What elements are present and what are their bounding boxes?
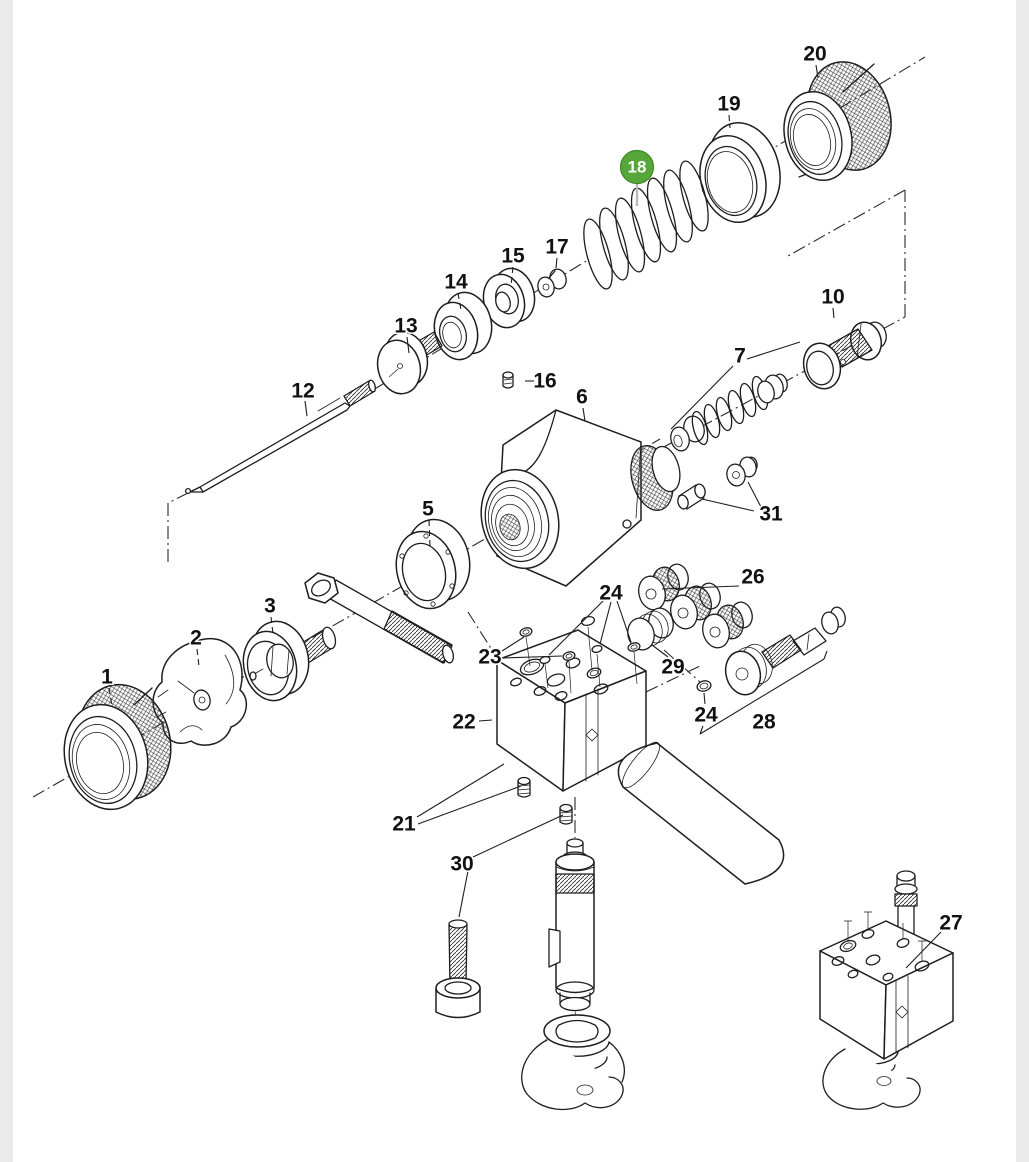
- part-17-packing-nut: [537, 268, 567, 298]
- callout-number: 23: [478, 646, 501, 669]
- callout-21[interactable]: 21: [391, 811, 418, 837]
- callout-number: 22: [452, 711, 475, 734]
- callout-27[interactable]: 27: [938, 910, 964, 936]
- part-13-adjusting-disc: [376, 331, 443, 395]
- highlight-badge[interactable]: [619, 149, 655, 185]
- part-20-knurled-retaining-nut: [783, 61, 892, 182]
- part-3-fluid-nozzle: [242, 620, 337, 702]
- callout-29[interactable]: 29: [660, 654, 686, 680]
- part-15-packing-washer: [482, 267, 536, 329]
- callout-number: 29: [661, 656, 684, 679]
- callout-24b[interactable]: 24: [693, 702, 720, 728]
- leader-lines: [108, 64, 942, 969]
- callout-1[interactable]: 1: [100, 664, 115, 690]
- callout-15[interactable]: 15: [500, 243, 527, 269]
- callout-10[interactable]: 10: [820, 284, 846, 310]
- part-5-retainer-ring: [395, 518, 471, 610]
- callout-layer: 1235671012131415161718192021222324242627…: [100, 41, 965, 936]
- callout-number: 12: [291, 380, 314, 403]
- callout-30[interactable]: 30: [449, 851, 475, 877]
- callout-number: 15: [501, 245, 525, 268]
- callout-number: 20: [803, 43, 826, 66]
- upper-hex-bolt: [304, 572, 455, 664]
- elbow-fitting: [521, 1014, 625, 1111]
- callout-17[interactable]: 17: [544, 234, 570, 260]
- callout-number: 5: [422, 498, 434, 521]
- callout-number: 26: [741, 566, 764, 589]
- callout-number: 7: [734, 345, 746, 368]
- callout-number: 10: [821, 286, 844, 309]
- part-30-set-screws: [517, 776, 573, 825]
- callout-24a[interactable]: 24: [598, 580, 625, 606]
- callout-20[interactable]: 20: [802, 41, 828, 67]
- callout-5[interactable]: 5: [421, 496, 436, 522]
- callout-23[interactable]: 23: [477, 644, 503, 670]
- callout-28[interactable]: 28: [751, 709, 778, 735]
- page-left-margin: [0, 0, 13, 1162]
- callout-number: 24: [694, 704, 718, 727]
- callout-6[interactable]: 6: [575, 384, 590, 410]
- part-22-manifold-block: [496, 629, 647, 792]
- callout-number: 2: [190, 627, 202, 650]
- part-10-valve-housing: [802, 321, 887, 390]
- callout-number: 13: [394, 315, 417, 338]
- callout-number: 6: [576, 386, 588, 409]
- callout-number: 30: [450, 853, 473, 876]
- page-right-margin: [1016, 0, 1029, 1162]
- callout-number: 17: [545, 236, 568, 259]
- part-24-o-ring-small: [696, 680, 712, 705]
- callout-number: 24: [599, 582, 623, 605]
- part-23-24-seals: [519, 615, 641, 694]
- callout-number: 28: [752, 711, 776, 734]
- part-27-assembled-manifold: [819, 870, 954, 1110]
- callout-12[interactable]: 12: [290, 378, 316, 404]
- callout-2[interactable]: 2: [189, 625, 204, 651]
- spring-screw: [435, 919, 481, 1019]
- callout-7[interactable]: 7: [733, 343, 748, 369]
- part-7-valve-spring-assembly: [670, 341, 801, 452]
- callout-number: 14: [444, 271, 468, 294]
- part-12-fluid-needle: [184, 379, 376, 495]
- callout-number: 31: [759, 503, 783, 526]
- part-19-seal-ring: [699, 122, 781, 224]
- part-2-air-cap: [152, 637, 248, 746]
- callout-19[interactable]: 19: [716, 91, 742, 117]
- callout-31[interactable]: 31: [758, 501, 785, 527]
- callout-number: 1: [101, 666, 113, 689]
- callout-14[interactable]: 14: [443, 269, 470, 295]
- callout-number: 19: [717, 93, 740, 116]
- callout-3[interactable]: 3: [263, 593, 278, 619]
- air-valve-assembly: [548, 838, 595, 1029]
- callout-number: 18: [628, 158, 647, 177]
- part-14-cup-washer: [433, 291, 493, 361]
- part-28-hose-connector: [699, 606, 846, 735]
- callout-number: 3: [264, 595, 276, 618]
- part-6-gun-body: [480, 409, 681, 587]
- part-18-spring: [583, 160, 709, 290]
- callout-number: 16: [533, 370, 556, 393]
- callout-13[interactable]: 13: [393, 313, 419, 339]
- callout-22[interactable]: 22: [451, 709, 477, 735]
- callout-number: 27: [939, 912, 962, 935]
- part-29-threaded-plug: [627, 607, 674, 658]
- callout-18-highlighted[interactable]: 18: [619, 149, 655, 185]
- part-31-pin-and-cap: [677, 456, 762, 512]
- callout-26[interactable]: 26: [740, 564, 766, 590]
- callout-16[interactable]: 16: [532, 368, 558, 394]
- part-1-air-cap-ring: [63, 683, 172, 811]
- part-16-set-plug: [502, 371, 514, 389]
- gun-handle: [617, 741, 785, 885]
- callout-number: 21: [392, 813, 416, 836]
